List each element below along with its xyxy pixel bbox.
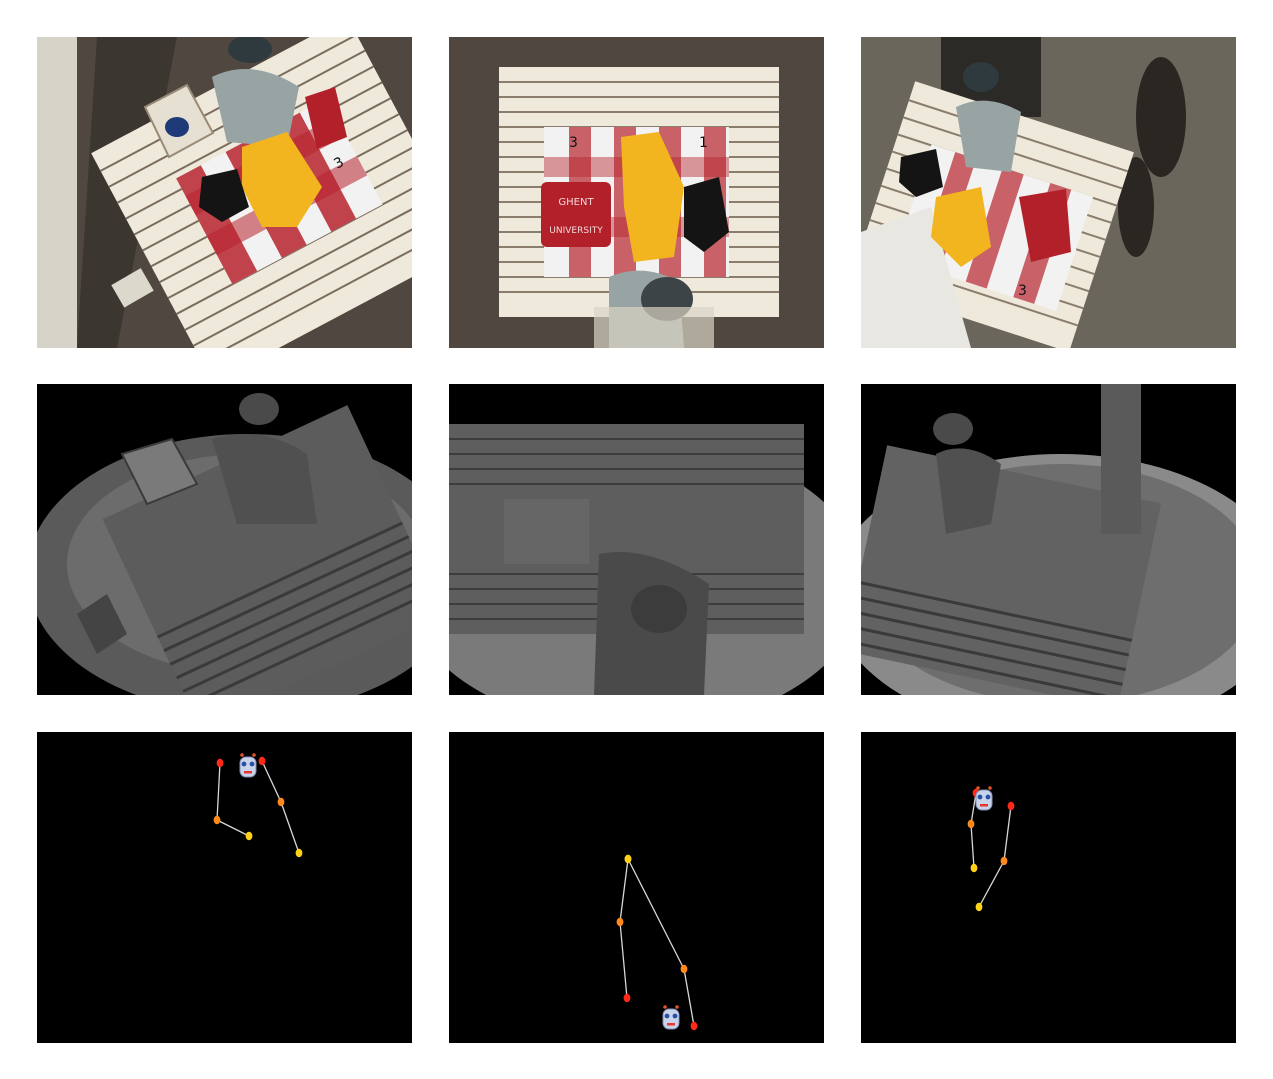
rgb-image-2: GHENT UNIVERSITY 3 1: [449, 37, 824, 348]
shirt-print-2: UNIVERSITY: [549, 226, 603, 236]
skeleton-bone: [216, 819, 250, 837]
skeleton-joint: [1007, 801, 1015, 811]
depth-image-2: [449, 384, 824, 695]
skeleton-bone: [280, 801, 300, 854]
skeleton-bone: [1003, 805, 1012, 862]
depth-view-3: [861, 384, 1236, 695]
robot-face-icon: [662, 1005, 680, 1030]
skeleton-plot-2: [449, 732, 824, 1043]
skeleton-joint: [216, 758, 224, 768]
skeleton-joint: [680, 964, 688, 974]
depth-view-1: [37, 384, 412, 695]
skeleton-bone: [627, 858, 685, 970]
rgb-image-1: 3: [37, 37, 412, 348]
rgb-view-3: 3: [861, 37, 1236, 348]
skeleton-bone: [683, 968, 695, 1027]
mat-number-left: 3: [569, 135, 578, 151]
skeleton-joint: [277, 797, 285, 807]
skeleton-joint: [690, 1021, 698, 1031]
skeleton-joint: [970, 863, 978, 873]
shirt-print-1: GHENT: [558, 197, 594, 208]
rgb-view-1: 3: [37, 37, 412, 348]
skeleton-joint: [258, 756, 266, 766]
skeleton-plot-3: [861, 732, 1236, 1043]
skeleton-view-1: [37, 732, 412, 1043]
skeleton-bone: [619, 858, 629, 923]
skeleton-bone: [261, 760, 282, 803]
rgb-view-2: GHENT UNIVERSITY 3 1: [449, 37, 824, 348]
skeleton-view-2: [449, 732, 824, 1043]
skeleton-joint: [624, 854, 632, 864]
skeleton-bone: [216, 762, 221, 821]
mat-number-1: 3: [1018, 283, 1027, 299]
skeleton-joint: [975, 902, 983, 912]
skeleton-joint: [295, 848, 303, 858]
skeleton-bone: [978, 860, 1005, 908]
mat-number-right: 1: [699, 135, 708, 151]
skeleton-joint: [967, 819, 975, 829]
skeleton-bone: [970, 823, 975, 869]
skeleton-joint: [623, 993, 631, 1003]
skeleton-bone: [970, 792, 977, 825]
robot-face-icon: [239, 753, 257, 778]
depth-image-1: [37, 384, 412, 695]
depth-image-3: [861, 384, 1236, 695]
skeleton-view-3: [861, 732, 1236, 1043]
rgb-image-3: 3: [861, 37, 1236, 348]
robot-face-icon: [975, 786, 993, 811]
depth-view-2: [449, 384, 824, 695]
skeleton-bone: [619, 921, 628, 999]
skeleton-joint: [616, 917, 624, 927]
skeleton-joint: [213, 815, 221, 825]
skeleton-plot-1: [37, 732, 412, 1043]
skeleton-joint: [1000, 856, 1008, 866]
skeleton-joint: [245, 831, 253, 841]
